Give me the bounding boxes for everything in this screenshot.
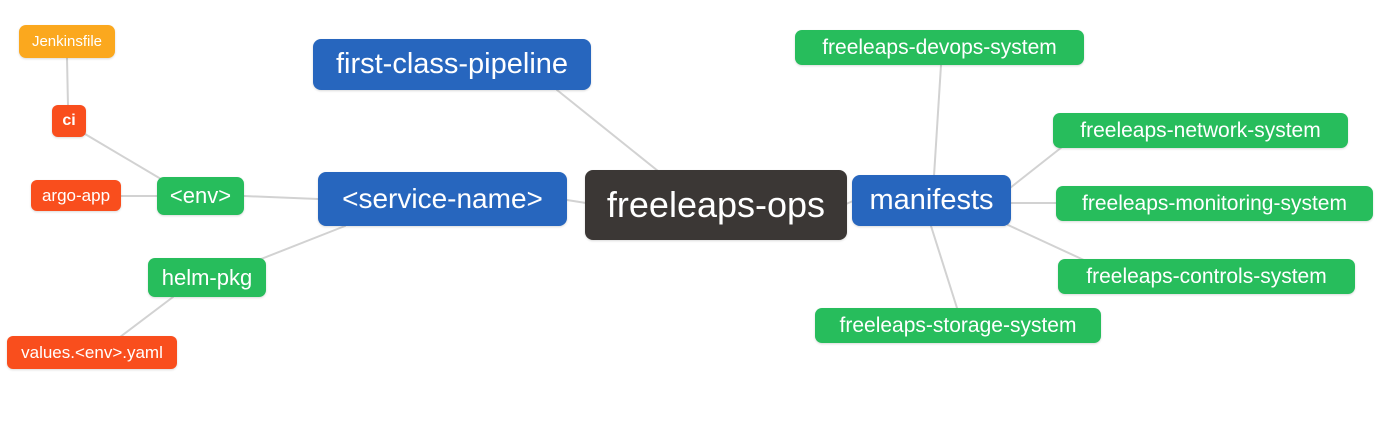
edge-servicename-helmpkg (255, 225, 346, 262)
node-ci[interactable]: ci (52, 105, 86, 137)
edge-manifests-network (1009, 146, 1063, 189)
edge-manifests-devops (933, 64, 942, 177)
edge-env-servicename (243, 195, 319, 200)
edge-jenkinsfile-ci (66, 57, 69, 107)
edge-pipeline-ops (556, 89, 659, 172)
node-first-class-pipeline[interactable]: first-class-pipeline (313, 39, 591, 90)
edge-helmpkg-values (119, 296, 174, 338)
node-argo-app[interactable]: argo-app (31, 180, 121, 211)
node-freeleaps-monitoring-system[interactable]: freeleaps-monitoring-system (1056, 186, 1373, 221)
edge-servicename-ops (566, 199, 587, 204)
edge-manifests-storage (930, 225, 958, 309)
node-freeleaps-ops-root[interactable]: freeleaps-ops (585, 170, 847, 240)
node-values-env-yaml[interactable]: values.<env>.yaml (7, 336, 177, 369)
node-service-name[interactable]: <service-name> (318, 172, 567, 226)
node-jenkinsfile[interactable]: Jenkinsfile (19, 25, 115, 58)
node-freeleaps-network-system[interactable]: freeleaps-network-system (1053, 113, 1348, 148)
node-helm-pkg[interactable]: helm-pkg (148, 258, 266, 297)
node-freeleaps-storage-system[interactable]: freeleaps-storage-system (815, 308, 1101, 343)
node-freeleaps-devops-system[interactable]: freeleaps-devops-system (795, 30, 1084, 65)
edge-manifests-controls (1007, 224, 1087, 262)
edge-ci-env (84, 133, 167, 183)
node-env[interactable]: <env> (157, 177, 244, 215)
node-manifests[interactable]: manifests (852, 175, 1011, 226)
node-freeleaps-controls-system[interactable]: freeleaps-controls-system (1058, 259, 1355, 294)
